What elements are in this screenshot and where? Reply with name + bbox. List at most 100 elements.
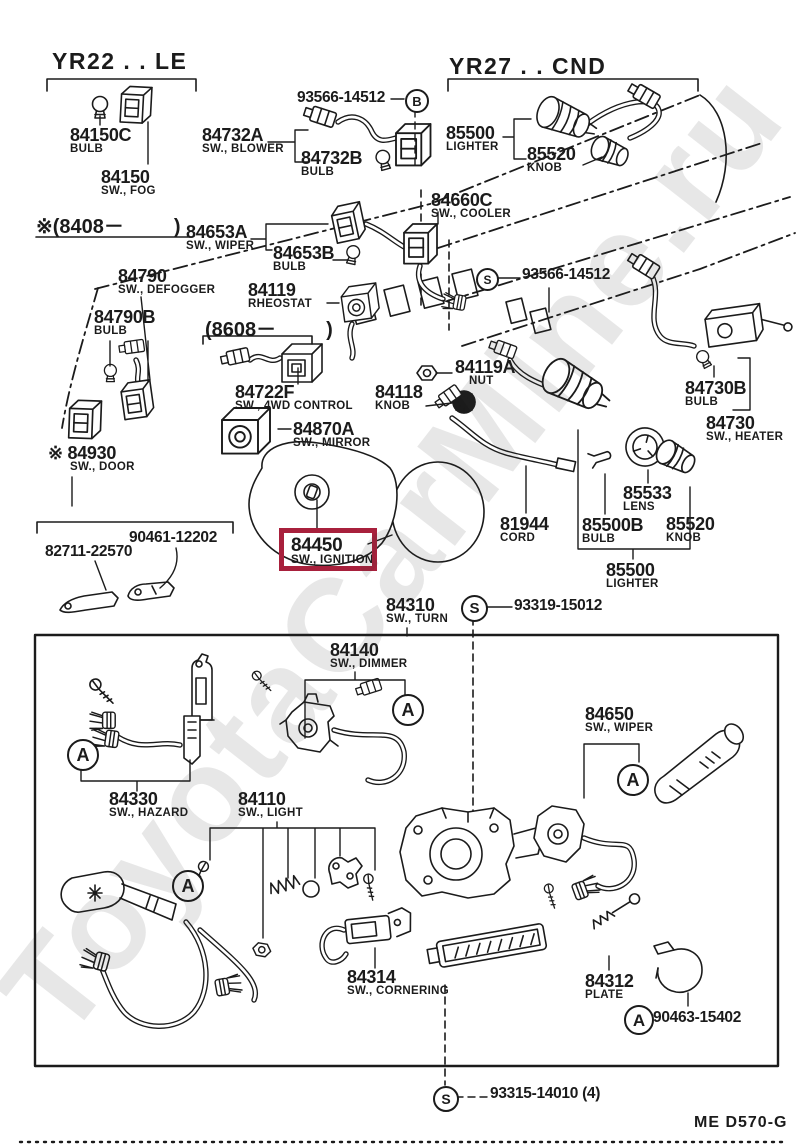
- part-number: 84150: [101, 167, 150, 187]
- ball-icon: [302, 880, 320, 898]
- contact-plate-icon: [187, 653, 215, 721]
- part-name: SW., COOLER: [431, 208, 511, 221]
- part-name: SW., TURN: [386, 613, 449, 626]
- blower-bulb-icon: [373, 148, 394, 172]
- wiring-cords: [97, 99, 697, 1029]
- part-number: 84790: [118, 266, 167, 286]
- part-number: 84730B: [685, 378, 747, 398]
- part-label-90461: 90461-12202: [129, 530, 217, 546]
- part-label-93315: 93315-14010 (4): [490, 1086, 600, 1102]
- part-number: 84870A: [293, 419, 355, 439]
- part-name: BULB: [301, 166, 335, 179]
- part-number: 84110: [238, 789, 286, 809]
- part-name: LIGHTER: [446, 141, 499, 154]
- defogger-connector-icon: [117, 338, 146, 356]
- part-name: SW., FOG: [101, 185, 156, 198]
- callout-s-3: S: [433, 1086, 459, 1112]
- ignition-switch-icon: [294, 474, 330, 510]
- part-number: 90461-12202: [129, 529, 218, 546]
- part-name: SW., 4WD CONTROL: [235, 400, 353, 413]
- wiper-switch-body-icon: [533, 805, 585, 863]
- heater-switch-icon: [704, 302, 793, 348]
- part-number: 85520: [527, 144, 576, 164]
- part-number: 84732B: [301, 148, 363, 168]
- callout-a-5: A: [624, 1005, 654, 1035]
- cooler-fork-icon: [440, 291, 467, 313]
- part-number: 93315-14010 (4): [490, 1085, 601, 1102]
- part-number: 84312: [585, 971, 634, 991]
- part-name: BULB: [94, 325, 128, 338]
- part-name: BULB: [685, 396, 719, 409]
- blower-switch-icon: [395, 123, 432, 167]
- part-number: 84790B: [94, 307, 156, 327]
- part-name: SW., HEATER: [706, 431, 784, 444]
- part-name: SW., DIMMER: [330, 658, 408, 671]
- part-number: 81944: [500, 514, 549, 534]
- clamp-90463-icon: [653, 941, 703, 994]
- part-label-90463: 90463-15402: [653, 1010, 741, 1026]
- callout-s-1: S: [476, 268, 499, 291]
- part-number: 90463-15402: [653, 1009, 742, 1026]
- wiper-bulb-icon: [343, 243, 362, 266]
- drawing-code: ME D570-G: [694, 1114, 788, 1131]
- door-switch-icon: [67, 399, 103, 440]
- part-number: 84119: [248, 280, 296, 300]
- screw-icon: [355, 871, 386, 901]
- dimmer-connector-icon: [354, 677, 383, 698]
- callout-s-2: S: [461, 595, 488, 622]
- part-number: 85533: [623, 483, 672, 503]
- part-name: LIGHTER: [606, 578, 659, 591]
- part-number: 84450: [291, 535, 343, 556]
- part-name: SW., DEFOGGER: [118, 284, 216, 297]
- part-number: 85500B: [582, 515, 644, 535]
- part-number: 84650: [585, 704, 634, 724]
- callout-b: B: [405, 89, 429, 113]
- fog-switch-icon: [119, 85, 153, 125]
- defogger-bulb-icon: [103, 363, 118, 383]
- fog-bulb-icon: [91, 95, 109, 119]
- part-label-93566-b: 93566-14512: [297, 90, 385, 106]
- 4wd-connector-icon: [219, 346, 251, 368]
- callout-a-2: A: [67, 739, 99, 771]
- part-name: BULB: [70, 143, 104, 156]
- turn-fork-icon: [213, 973, 244, 997]
- cord-end-icon: [555, 457, 577, 473]
- part-number: 84732A: [202, 125, 264, 145]
- wiper-switch-icon: [329, 200, 368, 245]
- part-number: 85520: [666, 514, 715, 534]
- clip-90461-icon: [127, 581, 175, 602]
- clip-82711-icon: [59, 591, 119, 614]
- wiper-stalk-icon: [654, 723, 745, 804]
- turn-fork-icon: [78, 947, 111, 975]
- part-name: KNOB: [666, 532, 702, 545]
- part-name: RHEOSTAT: [248, 298, 312, 311]
- part-number: 85500: [446, 123, 495, 143]
- hazard-part-icon: [183, 715, 201, 765]
- light-switch-housing-icon: [399, 807, 543, 899]
- cornering-switch-icon: [344, 907, 412, 945]
- part-name: KNOB: [527, 162, 563, 175]
- part-name: PLATE: [585, 989, 624, 1002]
- part-number: 93566-14512: [522, 266, 611, 283]
- heater-connector-icon: [625, 249, 662, 281]
- part-name: SW., HAZARD: [109, 807, 189, 820]
- part-number: 84310: [386, 595, 435, 615]
- part-number: 84140: [330, 640, 379, 660]
